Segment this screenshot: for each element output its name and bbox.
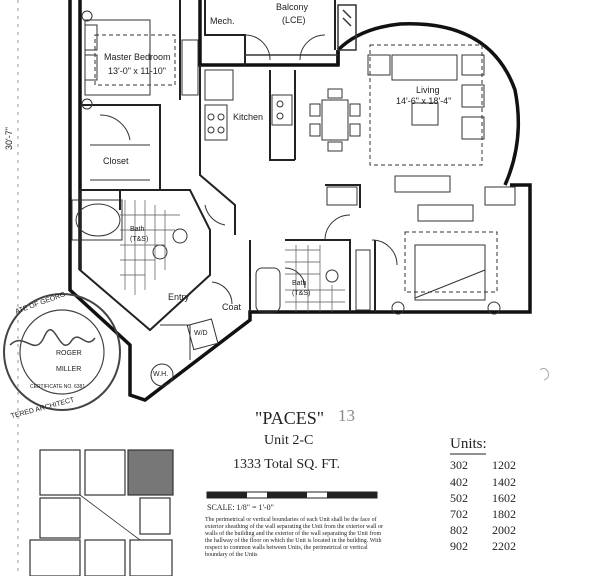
plan-title: "PACES": [255, 408, 325, 428]
master-bedroom-furniture: [81, 10, 199, 110]
boundary-note: The perimetrical or vertical boundaries …: [205, 517, 383, 558]
room-label-bath-sub: (T&S): [130, 236, 149, 243]
units-heading: Units:: [450, 436, 487, 452]
room-dimension-master-bedroom: 13'-0" x 11-10": [108, 66, 166, 76]
scale-label: SCALE: 1/8" = 1'-0": [207, 503, 274, 512]
seal-text-name2: MILLER: [56, 366, 82, 373]
bath2-fixtures: [255, 249, 371, 313]
units-row: 802 2002: [450, 523, 534, 538]
unit-number: 1802: [492, 507, 516, 521]
room-label-living: Living: [416, 85, 440, 95]
room-label-closet: Closet: [103, 156, 129, 166]
units-row: 302 1202: [450, 458, 534, 473]
room-label-bath: Bath: [130, 226, 145, 233]
room-dimension-living: 14'-6" x 18'-4": [396, 96, 452, 106]
bath-tile-grid: [120, 200, 345, 312]
pencil-mark: [539, 367, 549, 381]
unit-number: 402: [450, 475, 468, 489]
handwritten-number: 13: [338, 406, 355, 425]
room-label-entry: Entry: [168, 292, 190, 302]
unit-number: 802: [450, 523, 468, 537]
unit-number: 1402: [492, 475, 516, 489]
key-plan: [29, 449, 174, 576]
room-label-bath2-sub: (T&S): [292, 290, 311, 297]
units-row: 902 2202: [450, 539, 534, 554]
unit-number: 302: [450, 458, 468, 472]
unit-number: 1602: [492, 491, 516, 505]
room-label-water-heater: W.H.: [153, 371, 169, 378]
door-swings: [99, 34, 398, 305]
unit-number: 2002: [492, 523, 516, 537]
seal-text-number: CERTIFICATE NO. 6381: [30, 384, 86, 390]
balcony-railing: [245, 4, 357, 56]
living-furniture: [367, 44, 485, 193]
unit-number: 902: [450, 539, 468, 553]
architect-seal: [3, 293, 121, 411]
exterior-walls: [68, 0, 532, 402]
room-label-master-bedroom: Master Bedroom: [104, 52, 171, 62]
room-label-mech: Mech.: [210, 16, 235, 26]
room-label-washer-dryer: W/D: [194, 330, 208, 337]
scale-bar-graphic: [206, 491, 378, 499]
room-label-bath2: Bath: [292, 280, 307, 287]
dining-table: [309, 88, 361, 152]
room-label-balcony-sub: (LCE): [282, 15, 306, 25]
units-row: 502 1602: [450, 491, 534, 506]
entry-fixtures: [150, 318, 219, 387]
closet-shelving: [90, 144, 150, 181]
room-label-coat: Coat: [222, 302, 242, 312]
units-row: 702 1802: [450, 507, 534, 522]
total-sq-ft: 1333 Total SQ. FT.: [233, 457, 341, 472]
unit-number: 702: [450, 507, 468, 521]
bath-fixtures: [71, 199, 188, 260]
units-row: 402 1402: [450, 475, 534, 490]
unit-number: 1202: [492, 458, 516, 472]
bedroom-furniture: [326, 186, 516, 315]
room-label-kitchen: Kitchen: [233, 112, 264, 122]
seal-text-name1: ROGER: [56, 350, 82, 357]
room-label-balcony: Balcony: [276, 2, 309, 12]
unit-label: Unit 2-C: [264, 433, 314, 448]
overall-dimension: 30'-7": [4, 127, 14, 150]
unit-number: 502: [450, 491, 468, 505]
kitchen-fixtures: [204, 69, 293, 141]
interior-walls: [79, 0, 376, 332]
unit-number: 2202: [492, 539, 516, 553]
